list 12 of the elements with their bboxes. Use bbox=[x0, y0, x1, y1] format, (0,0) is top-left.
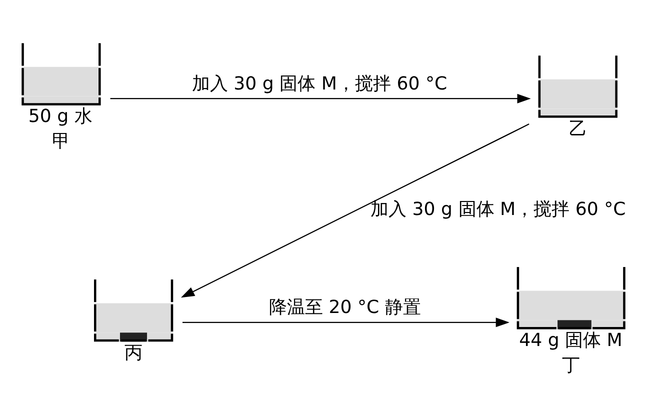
arrow bbox=[182, 317, 510, 327]
edge-label: 降温至 20 °C 静置 bbox=[269, 296, 421, 318]
edge-label: 加入 30 g 固体 M，搅拌 60 °C bbox=[370, 198, 626, 220]
node-label: 44 g 固体 M bbox=[519, 329, 622, 350]
arrow bbox=[110, 93, 531, 103]
arrow bbox=[180, 123, 530, 298]
edge-label: 加入 30 g 固体 M，搅拌 60 °C bbox=[192, 72, 448, 94]
node-label: 丙 bbox=[124, 342, 143, 363]
node-label: 50 g 水 bbox=[28, 106, 92, 127]
node-label: 乙 bbox=[568, 118, 587, 140]
node-label: 丁 bbox=[562, 354, 580, 376]
node-label: 甲 bbox=[52, 130, 70, 152]
